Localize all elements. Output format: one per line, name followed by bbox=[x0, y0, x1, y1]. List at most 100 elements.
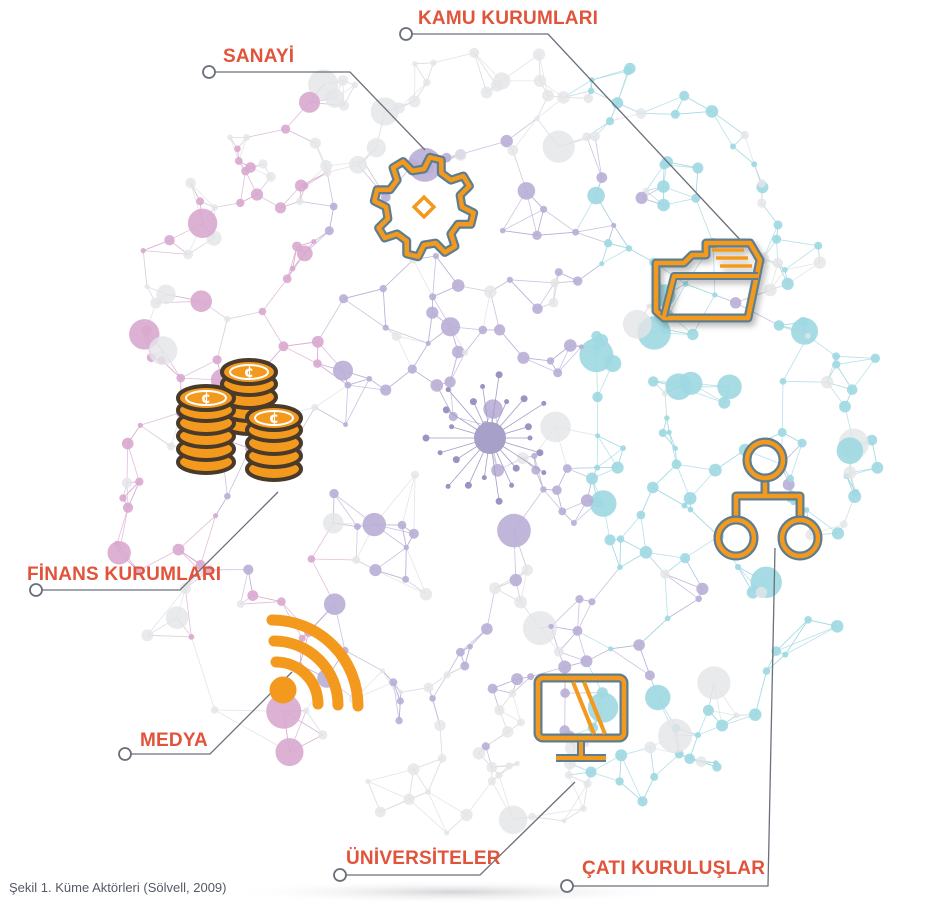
network-node bbox=[430, 379, 444, 392]
network-node bbox=[548, 623, 554, 630]
network-node bbox=[592, 497, 604, 508]
network-node bbox=[487, 683, 498, 694]
network-edge bbox=[385, 327, 429, 344]
network-edge bbox=[317, 363, 349, 386]
network-node bbox=[329, 202, 338, 211]
network-node bbox=[243, 564, 254, 575]
network-node bbox=[531, 452, 538, 459]
network-node bbox=[324, 226, 334, 236]
network-node bbox=[487, 777, 496, 786]
network-node bbox=[786, 474, 794, 483]
coin-stack: ¢ bbox=[245, 404, 303, 482]
network-edge bbox=[190, 182, 215, 208]
network-node bbox=[516, 718, 525, 727]
network-node bbox=[429, 293, 437, 301]
network-node bbox=[599, 261, 605, 267]
network-node bbox=[426, 306, 439, 319]
endpoint-cati bbox=[560, 879, 574, 893]
network-node bbox=[481, 623, 493, 635]
network-edge bbox=[577, 263, 602, 282]
network-node bbox=[605, 117, 615, 126]
network-edge bbox=[473, 52, 498, 87]
network-node bbox=[797, 438, 807, 448]
network-node bbox=[696, 582, 709, 596]
network-node bbox=[528, 812, 536, 821]
network-edge bbox=[240, 569, 249, 605]
hub-node bbox=[422, 434, 430, 442]
network-node bbox=[839, 520, 848, 529]
network-node bbox=[843, 466, 857, 480]
network-node bbox=[757, 179, 767, 188]
network-node bbox=[611, 222, 617, 228]
network-edge bbox=[586, 136, 603, 178]
network-node bbox=[134, 567, 142, 575]
network-node bbox=[644, 741, 657, 754]
network-edge bbox=[583, 783, 588, 809]
network-node bbox=[389, 678, 398, 687]
network-node bbox=[509, 573, 522, 587]
network-node bbox=[298, 634, 306, 642]
network-edge bbox=[782, 380, 828, 383]
network-node bbox=[227, 134, 234, 141]
network-edge bbox=[676, 463, 716, 471]
network-node bbox=[114, 540, 120, 547]
coin-symbol: ¢ bbox=[201, 389, 211, 407]
network-node bbox=[282, 274, 292, 284]
hub-node bbox=[480, 384, 486, 389]
network-edge bbox=[597, 435, 624, 449]
leader-lines bbox=[42, 33, 776, 887]
network-node bbox=[718, 396, 731, 409]
network-node bbox=[560, 688, 570, 698]
network-node bbox=[508, 689, 517, 698]
network-edge bbox=[506, 118, 538, 142]
network-node bbox=[164, 235, 175, 246]
network-node bbox=[595, 433, 601, 439]
network-node bbox=[695, 595, 702, 603]
network-node bbox=[712, 292, 718, 298]
network-node bbox=[472, 747, 486, 760]
network-node bbox=[596, 172, 608, 184]
network-node bbox=[397, 520, 407, 530]
network-node bbox=[637, 796, 648, 807]
network-edge bbox=[596, 447, 624, 468]
network-node bbox=[646, 303, 652, 310]
network-node bbox=[296, 245, 313, 262]
network-edge bbox=[735, 302, 780, 326]
network-node bbox=[236, 600, 245, 608]
network-node bbox=[540, 205, 548, 213]
coin-symbol: ¢ bbox=[269, 409, 279, 427]
network-edge bbox=[344, 650, 383, 672]
network-node bbox=[402, 575, 410, 583]
network-edge bbox=[140, 424, 172, 447]
network-edge bbox=[538, 54, 549, 96]
network-node bbox=[349, 155, 367, 174]
network-edge bbox=[509, 279, 555, 284]
network-node bbox=[484, 285, 497, 299]
network-node bbox=[751, 161, 758, 168]
hub-node bbox=[520, 395, 528, 403]
network-edge bbox=[851, 358, 876, 390]
network-node bbox=[791, 317, 818, 345]
label-universiteler: ÜNİVERSİTELER bbox=[346, 848, 501, 869]
hub-node bbox=[445, 387, 451, 393]
network-node bbox=[664, 415, 670, 421]
network-node bbox=[333, 360, 353, 381]
network-edge bbox=[685, 283, 715, 296]
network-node bbox=[156, 284, 176, 304]
network-node bbox=[425, 340, 431, 346]
network-node bbox=[585, 766, 597, 778]
network-node bbox=[234, 157, 243, 165]
network-node bbox=[354, 523, 361, 530]
network-node bbox=[573, 276, 583, 286]
network-edge bbox=[355, 526, 358, 561]
network-node bbox=[660, 569, 670, 579]
network-node bbox=[830, 620, 844, 633]
network-node bbox=[277, 597, 286, 606]
network-node bbox=[187, 208, 218, 238]
network-node bbox=[592, 391, 603, 403]
network-edge bbox=[317, 298, 344, 343]
network-node bbox=[684, 753, 695, 765]
network-node bbox=[429, 695, 436, 702]
hub-node bbox=[524, 423, 532, 431]
network-node bbox=[671, 459, 682, 470]
